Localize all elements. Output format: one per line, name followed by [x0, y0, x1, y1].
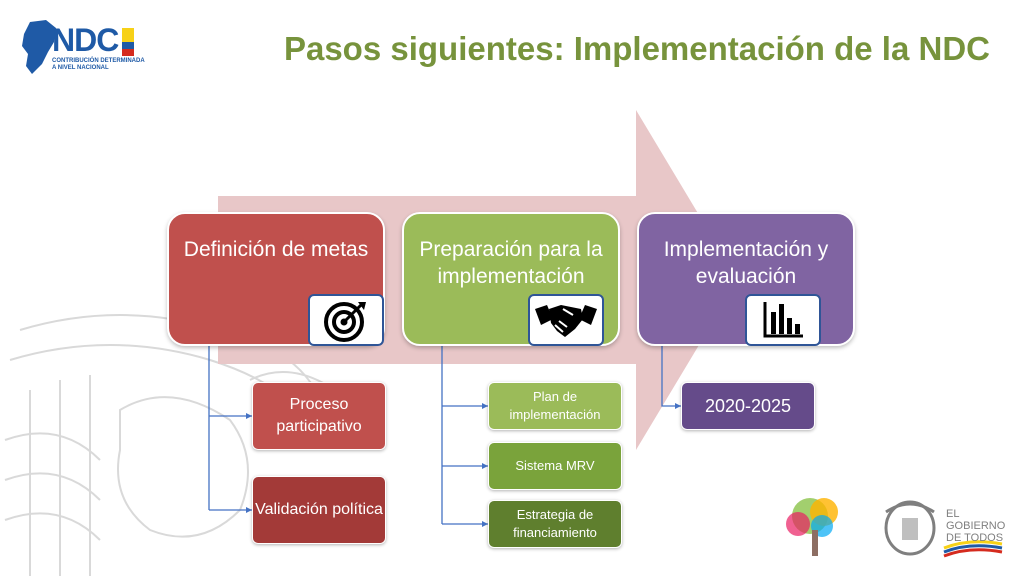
gob-line2: GOBIERNO — [946, 520, 1006, 532]
substep-label: Plan de implementación — [509, 389, 601, 422]
footer-logos — [786, 498, 1003, 558]
gob-line1: EL — [946, 508, 960, 520]
toda-una-vida-logo — [786, 498, 838, 556]
ndc-logo: NDC CONTRIBUCIÓN DETERMINADA A NIVEL NAC… — [18, 18, 145, 80]
substep-label: 2020-2025 — [704, 395, 792, 416]
logo-ndc-text: NDC — [52, 22, 119, 58]
page-title: Pasos siguientes: Implementación de la N… — [283, 30, 990, 67]
substep-label: Sistema MRV — [515, 458, 595, 473]
ecuador-map-icon — [22, 20, 56, 74]
substep-periodo: 2020-2025 — [681, 382, 815, 430]
handshake-icon — [528, 294, 604, 346]
substep-proceso-participativo: Proceso participativo — [252, 382, 386, 450]
substep-label: Estrategia de financiamiento — [513, 507, 597, 540]
stage-label: Implementación y evaluación — [663, 238, 829, 288]
substep-validacion-politica: Validación política — [252, 476, 386, 544]
coat-of-arms-logo — [884, 500, 936, 556]
tricolor-stripe — [943, 540, 1003, 558]
stage-label: Definición de metas — [183, 238, 369, 261]
flag-icon — [122, 28, 134, 56]
gob-line3: DE TODOS — [946, 532, 1004, 544]
logo-subtitle-line2: A NIVEL NACIONAL — [52, 65, 109, 71]
logo-subtitle: CONTRIBUCIÓN DETERMINADA A NIVEL NACIONA… — [52, 58, 152, 72]
substep-label: Proceso participativo — [276, 396, 362, 435]
gobierno-de-todos-text: EL GOBIERNO DE TODOS — [946, 508, 1005, 544]
stage-label: Preparación para la implementación — [419, 238, 603, 288]
bar-chart-icon — [745, 294, 821, 346]
stage-preparacion-implementacion: Preparación para la implementación — [402, 212, 620, 346]
stage-definicion-metas: Definición de metas — [167, 212, 385, 346]
logo-subtitle-line1: CONTRIBUCIÓN DETERMINADA — [52, 58, 145, 64]
substep-label: Validación política — [255, 501, 383, 518]
substep-sistema-mrv: Sistema MRV — [488, 442, 622, 490]
substep-plan-implementacion: Plan de implementación — [488, 382, 622, 430]
target-icon — [308, 294, 384, 346]
substep-estrategia-financiamiento: Estrategia de financiamiento — [488, 500, 622, 548]
